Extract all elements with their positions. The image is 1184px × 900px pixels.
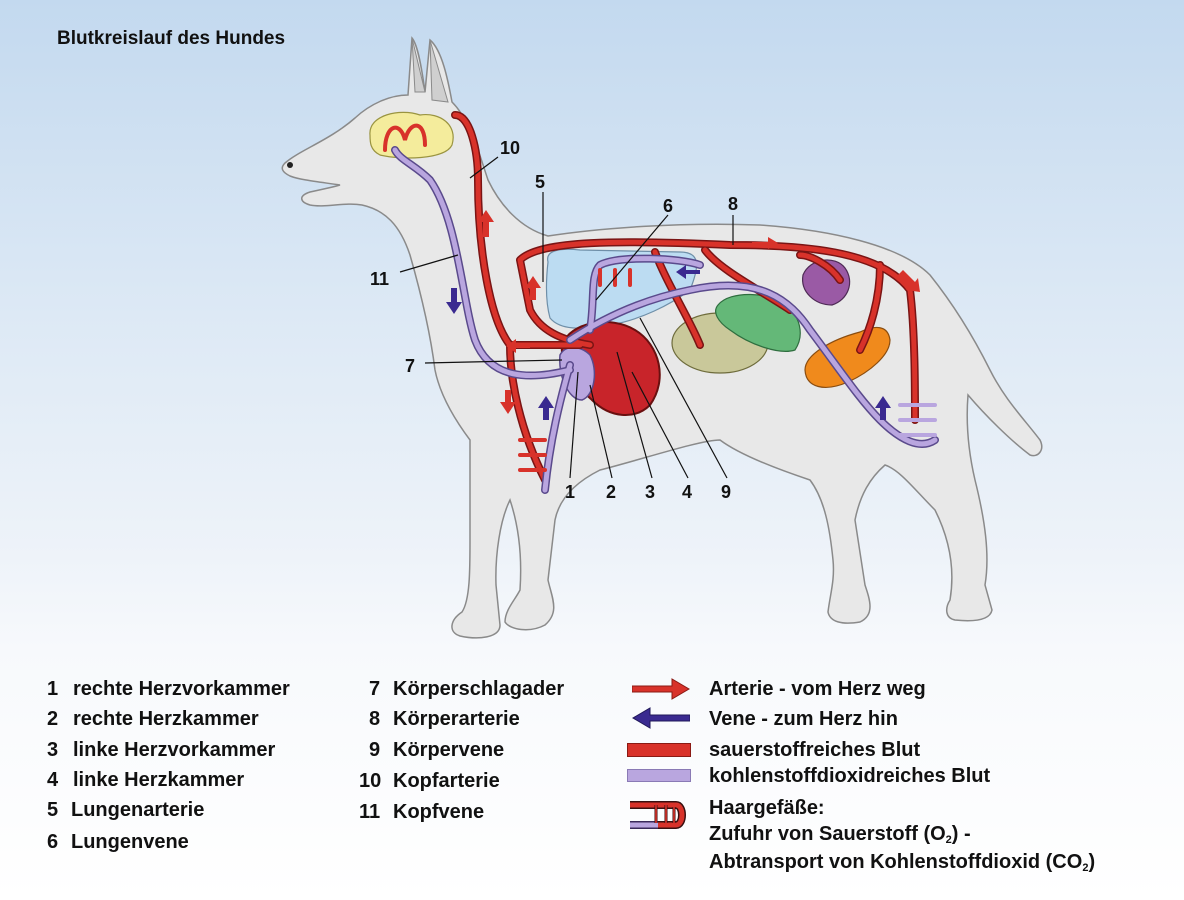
dog-silhouette	[281, 36, 1043, 639]
callout-1: 1	[565, 482, 575, 502]
capillaries-line-1: Zufuhr von Sauerstoff (O2) -	[709, 823, 971, 846]
artery-arrow-leg	[500, 390, 516, 414]
leader-lines	[399, 156, 734, 479]
dog-circulation-diagram: 10 5 6 8 11 7 1 2 3 4 9	[281, 36, 1043, 639]
artery-arrow-neck	[478, 210, 494, 237]
callout-6: 6	[663, 196, 673, 216]
artery-arrow-hip	[898, 270, 920, 292]
artery-network	[451, 111, 919, 484]
vein-arrow-key-icon	[632, 707, 690, 729]
vein-key-label: Vene - zum Herz hin	[709, 708, 898, 730]
callout-8: 8	[728, 194, 738, 214]
callout-7: 7	[405, 356, 415, 376]
intestine	[804, 326, 891, 388]
artery-arrow-key-icon	[632, 678, 690, 700]
capillary-loops	[383, 123, 937, 472]
callout-2: 2	[606, 482, 616, 502]
co2-rich-swatch	[627, 769, 691, 782]
artery-arrow-chest	[525, 276, 541, 300]
oxygen-rich-swatch	[627, 743, 691, 757]
callout-4: 4	[682, 482, 692, 502]
callout-10: 10	[500, 138, 520, 158]
vein-arrow-leg	[538, 396, 554, 420]
artery-arrow-back	[752, 237, 778, 249]
callout-9: 9	[721, 482, 731, 502]
vein-arrow-back	[676, 265, 700, 279]
vein-arrow-neck	[446, 288, 462, 314]
page-title: Blutkreislauf des Hundes	[57, 28, 286, 49]
callout-3: 3	[645, 482, 655, 502]
capillaries-line-2: Abtransport von Kohlenstoffdioxid (CO2)	[709, 851, 1096, 874]
vein-arrow-hip	[875, 396, 891, 420]
oxygen-rich-label: sauerstoffreiches Blut	[709, 739, 921, 761]
capillaries-title: Haargefäße:	[709, 797, 825, 819]
callout-5: 5	[535, 172, 545, 192]
artery-arrow-left	[506, 339, 530, 353]
co2-rich-label: kohlenstoffdioxidreiches Blut	[709, 765, 991, 787]
vein-network	[391, 146, 939, 494]
flow-arrows	[446, 210, 920, 420]
brain	[369, 111, 454, 159]
capillary-key-icon	[630, 801, 686, 829]
artery-key-label: Arterie - vom Herz weg	[709, 678, 926, 700]
callout-11: 11	[370, 269, 389, 289]
